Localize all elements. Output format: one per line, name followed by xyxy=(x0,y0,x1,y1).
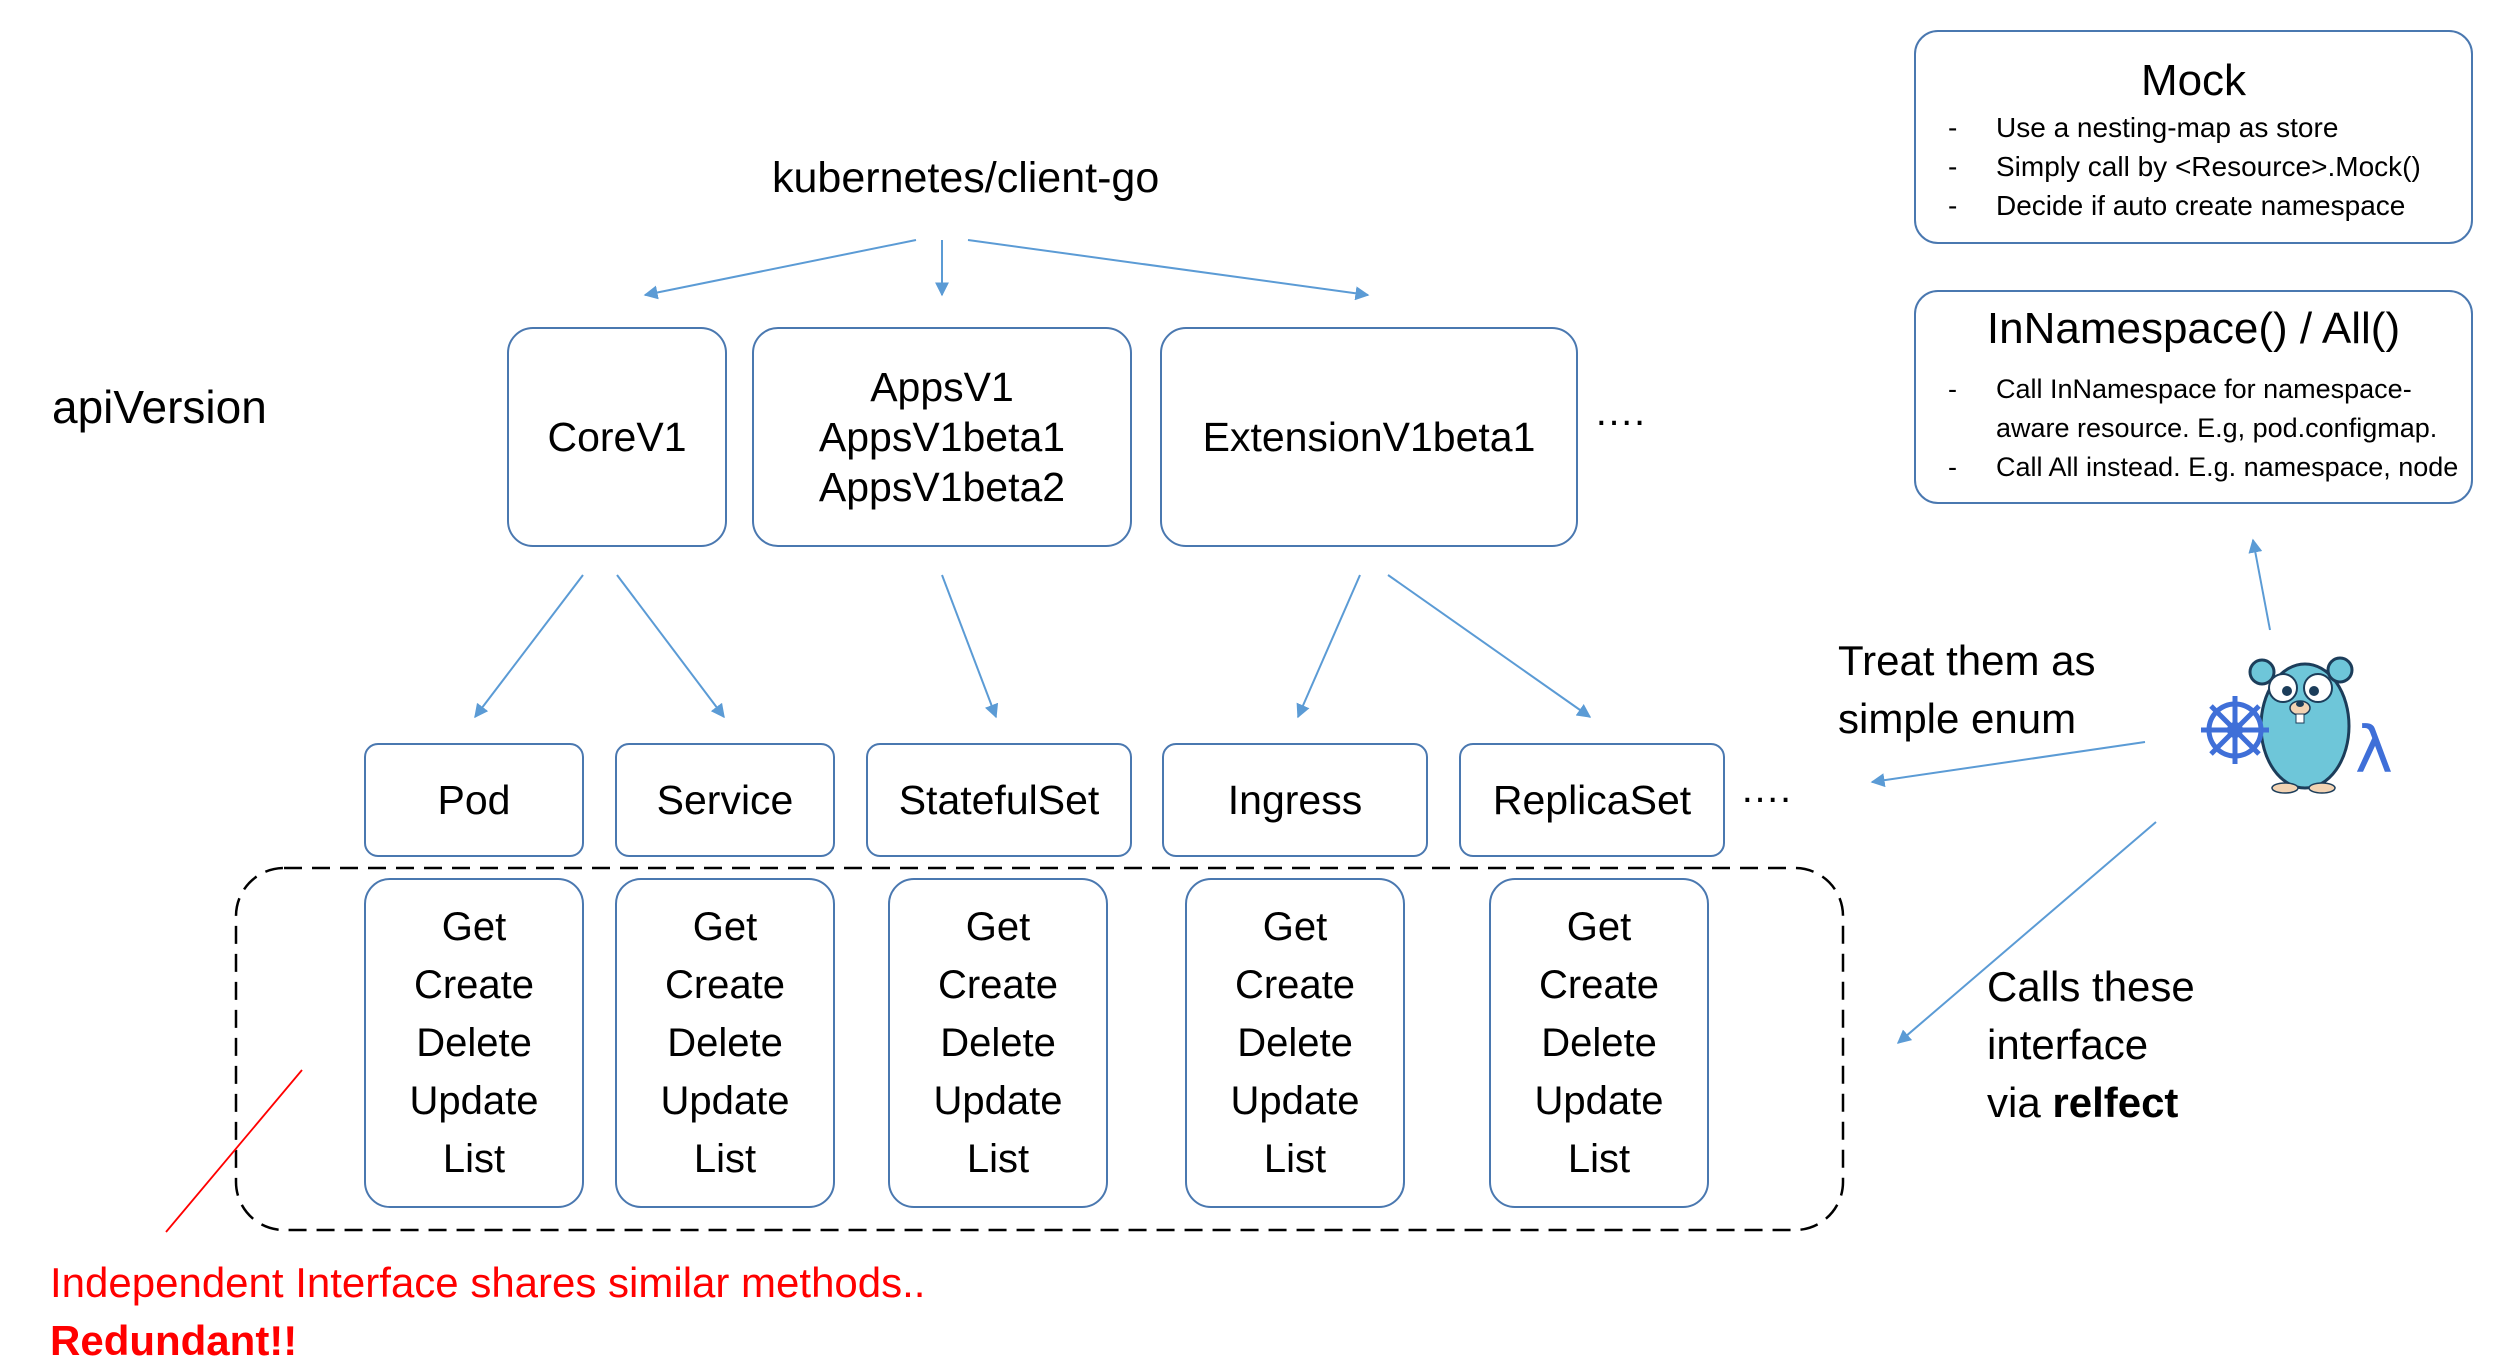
calls-reflect-note: Calls these interface via relfect xyxy=(1987,958,2195,1132)
method-list: List xyxy=(693,1137,757,1181)
methods-box-replicaset: Get Create Delete Update List xyxy=(1489,878,1709,1208)
warning-line2: Redundant!! xyxy=(50,1317,298,1364)
resource-box-service: Service xyxy=(615,743,835,857)
method-create: Create xyxy=(1234,963,1356,1007)
svg-text:λ: λ xyxy=(2355,714,2393,788)
method-get: Get xyxy=(1566,905,1632,949)
resource-label: Ingress xyxy=(1227,776,1363,823)
method-list: List xyxy=(442,1137,506,1181)
calls-line2: interface xyxy=(1987,1021,2149,1068)
resource-box-ingress: Ingress xyxy=(1162,743,1428,857)
mock-panel-list: Use a nesting-map as store Simply call b… xyxy=(1916,108,2471,225)
resource-box-replicaset: ReplicaSet xyxy=(1459,743,1725,857)
arrow-core-to-service xyxy=(616,574,725,719)
method-list: List xyxy=(966,1137,1030,1181)
version-box-extensionv1beta1: ExtensionV1beta1 xyxy=(1160,327,1578,547)
resource-label: Pod xyxy=(437,776,511,823)
version-line: CoreV1 xyxy=(547,413,687,460)
method-get: Get xyxy=(692,905,758,949)
resource-box-pod: Pod xyxy=(364,743,584,857)
resource-label: ReplicaSet xyxy=(1492,776,1692,823)
method-create: Create xyxy=(937,963,1059,1007)
arrow-apps-to-statefulset xyxy=(941,574,999,719)
warning-line1: Independent Interface shares similar met… xyxy=(50,1259,926,1306)
version-line: AppsV1 xyxy=(870,363,1014,410)
calls-line3: via relfect xyxy=(1987,1074,2195,1132)
method-delete: Delete xyxy=(1237,1021,1353,1065)
methods-box-ingress: Get Create Delete Update List xyxy=(1185,878,1405,1208)
versions-more-ellipsis: …. xyxy=(1594,390,1646,434)
method-create: Create xyxy=(413,963,535,1007)
resource-box-statefulset: StatefulSet xyxy=(866,743,1132,857)
treat-enum-note: Treat them as simple enum xyxy=(1838,632,2096,748)
method-update: Update xyxy=(1230,1079,1360,1123)
root-title: kubernetes/client-go xyxy=(772,154,1160,202)
mock-panel-item: Decide if auto create namespace xyxy=(1916,186,2471,225)
arrow-ext-to-replicaset xyxy=(1387,574,1592,718)
strike-line xyxy=(165,1069,303,1233)
method-delete: Delete xyxy=(940,1021,1056,1065)
namespace-panel-title: InNamespace() / All() xyxy=(1986,304,2401,353)
mock-panel-item: Simply call by <Resource>.Mock() xyxy=(1916,147,2471,186)
methods-box-pod: Get Create Delete Update List xyxy=(364,878,584,1208)
version-box-appsv1: AppsV1 AppsV1beta1 AppsV1beta2 xyxy=(752,327,1132,547)
arrow-ext-to-ingress xyxy=(1296,574,1361,719)
arrow-gopher-to-resources xyxy=(1870,741,2146,788)
method-create: Create xyxy=(1538,963,1660,1007)
namespace-panel: InNamespace() / All() Call InNamespace f… xyxy=(1914,290,2473,504)
methods-box-service: Get Create Delete Update List xyxy=(615,878,835,1208)
treat-enum-line: simple enum xyxy=(1838,695,2077,742)
namespace-panel-item: Call All instead. E.g. namespace, node xyxy=(1916,448,2471,487)
method-update: Update xyxy=(409,1079,539,1123)
method-update: Update xyxy=(660,1079,790,1123)
calls-line3-prefix: via xyxy=(1987,1079,2053,1126)
method-delete: Delete xyxy=(416,1021,532,1065)
gopher-mascot-icon: λ xyxy=(2201,656,2393,794)
method-get: Get xyxy=(441,905,507,949)
method-get: Get xyxy=(965,905,1031,949)
arrow-core-to-pod xyxy=(474,574,584,719)
method-list: List xyxy=(1263,1137,1327,1181)
namespace-panel-list: Call InNamespace for namespace-aware res… xyxy=(1916,370,2471,487)
method-update: Update xyxy=(1534,1079,1664,1123)
methods-box-statefulset: Get Create Delete Update List xyxy=(888,878,1108,1208)
arrow-gopher-to-namespace-panel xyxy=(2248,538,2271,631)
method-delete: Delete xyxy=(1541,1021,1657,1065)
calls-line3-bold: relfect xyxy=(2052,1079,2179,1126)
method-get: Get xyxy=(1262,905,1328,949)
method-update: Update xyxy=(933,1079,1063,1123)
methods-dashed-group xyxy=(234,866,1845,1232)
version-line: AppsV1beta1 xyxy=(818,413,1066,460)
calls-line1: Calls these xyxy=(1987,963,2195,1010)
treat-enum-line: Treat them as xyxy=(1838,637,2096,684)
resource-label: StatefulSet xyxy=(898,776,1100,823)
mock-panel-item: Use a nesting-map as store xyxy=(1916,108,2471,147)
arrow-root-to-extension xyxy=(967,239,1370,301)
namespace-panel-item: Call InNamespace for namespace-aware res… xyxy=(1916,370,2471,448)
version-box-corev1: CoreV1 xyxy=(507,327,727,547)
method-create: Create xyxy=(664,963,786,1007)
resource-label: Service xyxy=(656,776,794,823)
mock-panel: Mock Use a nesting-map as store Simply c… xyxy=(1914,30,2473,244)
api-version-label: apiVersion xyxy=(52,381,267,433)
version-line: AppsV1beta2 xyxy=(818,464,1066,510)
resources-more-ellipsis: …. xyxy=(1740,767,1792,811)
method-delete: Delete xyxy=(667,1021,783,1065)
arrow-gopher-to-methods xyxy=(1896,821,2157,1044)
mock-panel-title: Mock xyxy=(2140,56,2247,105)
version-line: ExtensionV1beta1 xyxy=(1202,413,1536,460)
arrow-root-to-core xyxy=(643,239,917,300)
redundancy-warning: Independent Interface shares similar met… xyxy=(50,1254,925,1370)
method-list: List xyxy=(1567,1137,1631,1181)
